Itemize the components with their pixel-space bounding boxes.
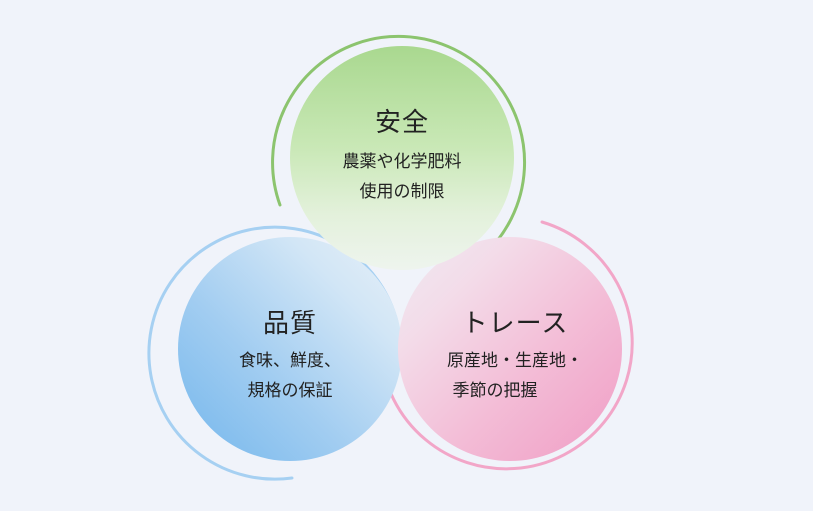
- traceability-line-2: 季節の把握: [452, 381, 538, 401]
- safety-line-2: 使用の制限: [359, 182, 445, 202]
- safety-ring: [271, 34, 527, 284]
- quality-line-1: 食味、鮮度、: [239, 351, 341, 371]
- quality-line-2: 規格の保証: [247, 381, 333, 401]
- safety-circle: [290, 46, 514, 270]
- traceability-title: トレース: [461, 309, 569, 339]
- safety-title: 安全: [374, 108, 429, 138]
- quality-circle: [178, 237, 402, 461]
- quality-title: 品質: [262, 309, 317, 339]
- traceability-circle: [398, 237, 622, 461]
- traceability-line-1: 原産地・生産地・: [447, 351, 583, 371]
- safety-line-1: 農薬や化学肥料: [342, 152, 462, 172]
